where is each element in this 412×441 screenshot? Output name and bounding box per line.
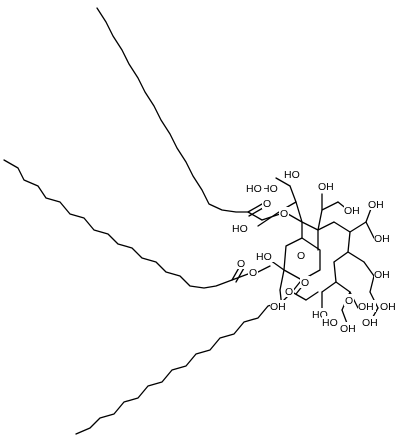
bond-carbonyl-mid-double (235, 267, 245, 283)
label-oh-11: OH (380, 300, 398, 313)
bond-c5 (317, 209, 323, 231)
bond-r1 (333, 221, 351, 233)
bond-c11 (275, 177, 291, 187)
svg-text:OH: OH (368, 199, 384, 211)
label-ho-4: HO (284, 168, 302, 181)
bond-r13 (321, 281, 337, 293)
label-o-ring2: O (344, 294, 354, 307)
chain-top (96, 7, 249, 213)
label-o-carbonyl-low: O (284, 285, 294, 298)
svg-text:OH: OH (340, 323, 356, 335)
label-oh-7: OH (344, 204, 362, 217)
bond-c3 (317, 221, 335, 231)
bond-r12 (333, 261, 337, 283)
bond-ring-oh (279, 269, 285, 291)
svg-text:OH: OH (374, 269, 390, 281)
svg-text:O: O (263, 198, 271, 210)
label-ho-16: HO (322, 316, 340, 329)
label-o-carbonyl-mid: O (236, 257, 246, 270)
bond-carbonyl-top (247, 203, 263, 213)
label-o-ester-low: O (300, 276, 310, 289)
bond-r6 (333, 251, 349, 263)
bond-r9 (369, 275, 375, 293)
svg-text:O: O (301, 277, 309, 289)
bond-r5 (347, 231, 351, 253)
svg-text:HO: HO (262, 183, 278, 195)
bond-ester-top (247, 211, 263, 221)
bond-carbonyl-top-double (248, 207, 264, 217)
chain-mid (3, 159, 233, 289)
bond-r15 (335, 281, 351, 293)
bond-r7 (347, 251, 365, 263)
svg-text:O: O (345, 295, 353, 307)
bond-c7 (321, 201, 339, 211)
label-ho-3: HO (232, 222, 250, 235)
label-oh-9: OH (374, 232, 392, 245)
label-oh-8: OH (368, 198, 386, 211)
bond-c13 (257, 209, 283, 227)
label-o-carbonyl-top: O (262, 197, 272, 210)
svg-text:O: O (237, 258, 245, 270)
bond-c9 (295, 201, 303, 223)
bond-c2 (301, 221, 319, 231)
bond-c10 (289, 185, 297, 203)
bond-ester-low (291, 291, 307, 301)
svg-text:OH: OH (318, 181, 334, 193)
label-ho-1: HO (262, 182, 280, 195)
label-oh-12: OH (362, 316, 380, 329)
svg-text:OH: OH (362, 317, 378, 329)
label-o-ring: O (296, 249, 306, 262)
svg-text:OH: OH (270, 301, 286, 313)
label-o-ester-mid: O (248, 266, 258, 279)
svg-text:HO: HO (284, 169, 300, 181)
label-ho-5: HO (256, 250, 274, 263)
svg-text:HO: HO (256, 251, 272, 263)
svg-text:O: O (249, 267, 257, 279)
svg-text:O: O (280, 208, 288, 220)
label-oh-17: OH (358, 300, 376, 313)
label-oh-14: OH (340, 322, 358, 335)
svg-text:OH: OH (374, 233, 390, 245)
chain-low (75, 291, 293, 435)
bond-ester-low-o (305, 291, 319, 301)
label-oh-15: OH (270, 300, 288, 313)
label-oh-10: OH (374, 268, 392, 281)
svg-text:OH: OH (380, 301, 396, 313)
bond-r2 (349, 221, 367, 233)
bond-r8 (363, 261, 375, 277)
svg-text:OH: OH (358, 301, 374, 313)
svg-text:O: O (285, 286, 293, 298)
svg-text:HO: HO (246, 183, 262, 195)
svg-text:HO: HO (232, 223, 248, 235)
label-ho-2: HO (246, 182, 264, 195)
bond-ester-mid (231, 273, 249, 281)
svg-text:O: O (297, 250, 305, 262)
svg-text:OH: OH (344, 205, 360, 217)
bond-top-c (287, 213, 303, 223)
bond-r4 (365, 221, 375, 239)
svg-text:HO: HO (322, 317, 338, 329)
label-oh-6: OH (318, 180, 336, 193)
label-o-ester-top: O (279, 207, 289, 220)
